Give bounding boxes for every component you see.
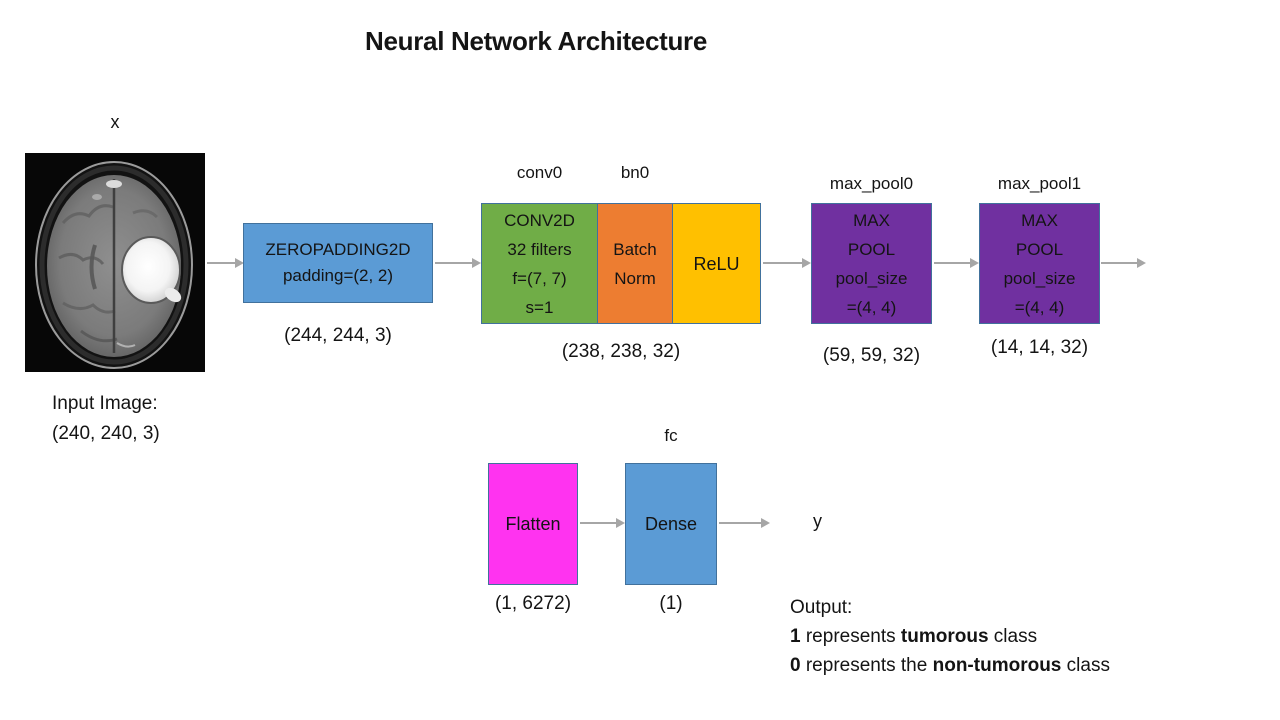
arrow-maxpool0-to-maxpool1 <box>934 258 979 268</box>
output-line2-seg3: class <box>1061 655 1110 676</box>
conv-line4: s=1 <box>525 297 554 317</box>
arrow-dense-to-output <box>719 518 770 528</box>
conv-line2: 32 filters <box>507 239 572 259</box>
maxpool0-output-dim: (59, 59, 32) <box>822 345 921 366</box>
relu-text: ReLU <box>693 253 740 274</box>
maxpool1-label: max_pool1 <box>997 174 1082 193</box>
layer-maxpool0: MAX POOL pool_size =(4, 4) <box>811 203 932 324</box>
maxpool1-line1: MAX <box>1021 210 1058 230</box>
layer-flatten: Flatten <box>488 463 578 585</box>
output-note: Output: 1 represents tumorous class 0 re… <box>790 593 1110 680</box>
conv-line3: f=(7, 7) <box>512 268 567 288</box>
flatten-output-dim: (1, 6272) <box>494 593 572 614</box>
zeropad-output-dim: (244, 244, 3) <box>284 325 392 346</box>
output-line2-seg1: represents the <box>800 655 933 676</box>
arrow-relu-to-maxpool0 <box>763 258 811 268</box>
output-line1-seg3: class <box>988 626 1038 647</box>
maxpool0-line2: POOL <box>847 239 896 259</box>
flatten-text: Flatten <box>505 514 561 534</box>
layer-relu: ReLU <box>672 203 761 324</box>
brain-mri-image <box>25 153 205 372</box>
maxpool0-line3: pool_size <box>835 268 908 288</box>
conv-group-output-dim: (238, 238, 32) <box>561 341 681 362</box>
maxpool0-line1: MAX <box>853 210 890 230</box>
conv-line1: CONV2D <box>504 210 575 230</box>
page-title: Neural Network Architecture <box>365 26 708 56</box>
input-caption-line2: (240, 240, 3) <box>52 423 160 444</box>
output-line-1: 1 represents tumorous class <box>790 622 1110 651</box>
zeropad-line2: padding=(2, 2) <box>282 266 394 285</box>
output-line-2: 0 represents the non-tumorous class <box>790 651 1110 680</box>
bn0-label: bn0 <box>620 163 650 182</box>
output-line1-seg2: tumorous <box>900 626 989 647</box>
layer-dense: Dense <box>625 463 717 585</box>
input-image-caption: Input Image: (240, 240, 3) <box>52 389 160 449</box>
layer-zeropadding2d: ZEROPADDING2D padding=(2, 2) <box>243 223 433 303</box>
bn-line1: Batch <box>613 239 657 259</box>
layer-batchnorm: Batch Norm <box>597 203 673 324</box>
bn-line2: Norm <box>614 268 656 288</box>
arrow-input-to-zeropad <box>207 258 244 268</box>
maxpool1-output-dim: (14, 14, 32) <box>990 337 1089 358</box>
input-var-label: x <box>110 112 120 132</box>
fc-label: fc <box>664 426 678 445</box>
zeropad-line1: ZEROPADDING2D <box>265 240 411 259</box>
maxpool0-line4: =(4, 4) <box>846 297 897 317</box>
output-line2-seg2: non-tumorous <box>932 655 1062 676</box>
input-caption-line1: Input Image: <box>52 393 158 414</box>
arrow-zeropad-to-conv <box>435 258 481 268</box>
maxpool1-line4: =(4, 4) <box>1014 297 1065 317</box>
arrow-flatten-to-dense <box>580 518 625 528</box>
output-var-label: y <box>813 511 822 531</box>
conv0-label: conv0 <box>516 163 563 182</box>
maxpool1-line2: POOL <box>1015 239 1064 259</box>
layer-conv2d: CONV2D 32 filters f=(7, 7) s=1 <box>481 203 598 324</box>
arrow-maxpool1-out <box>1101 258 1146 268</box>
dense-output-dim: (1) <box>659 593 683 614</box>
layer-maxpool1: MAX POOL pool_size =(4, 4) <box>979 203 1100 324</box>
output-heading: Output: <box>790 597 853 618</box>
maxpool1-line3: pool_size <box>1003 268 1076 288</box>
dense-text: Dense <box>644 514 698 534</box>
output-line1-seg1: represents <box>800 626 901 647</box>
output-line1-seg0: 1 <box>790 626 801 647</box>
output-line2-seg0: 0 <box>790 655 801 676</box>
maxpool0-label: max_pool0 <box>829 174 914 193</box>
